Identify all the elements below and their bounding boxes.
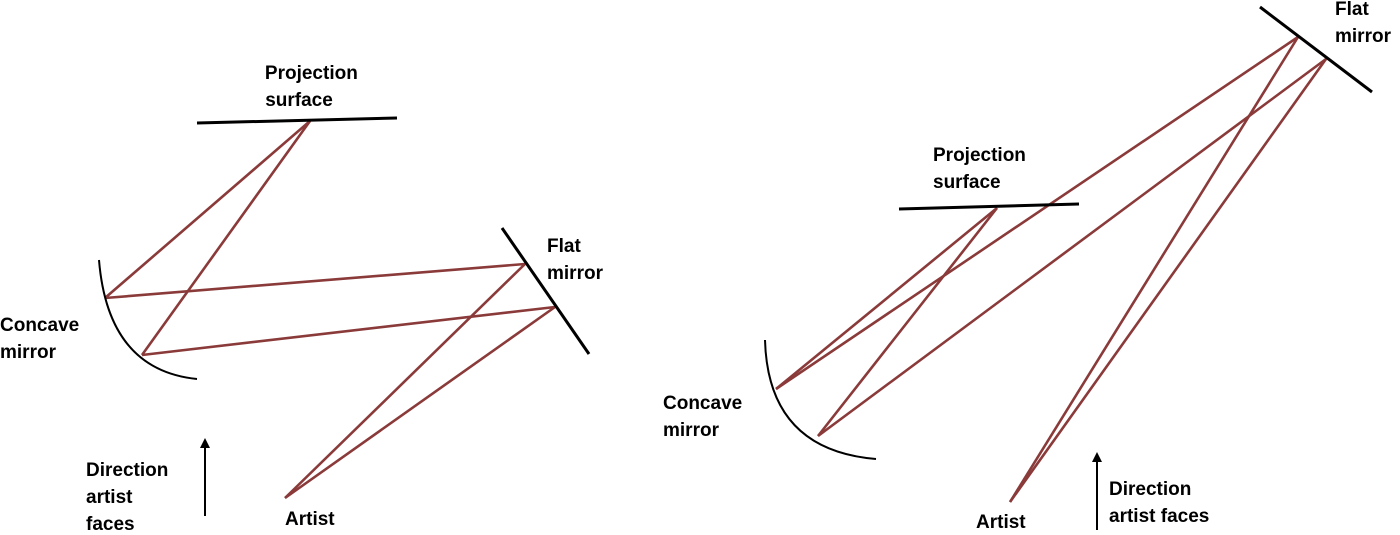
left-artist-label: Artist xyxy=(285,509,335,530)
right-concave-mirror xyxy=(764,339,877,460)
right-panel: Projection surface Flat mirror Concave m… xyxy=(663,0,1392,533)
left-panel: Projection surface Flat mirror Concave m… xyxy=(0,63,604,535)
right-flat-mirror-label: Flat mirror xyxy=(1335,0,1392,47)
left-projection-surface xyxy=(196,116,398,125)
left-ray-concave-top-to-flat xyxy=(104,262,526,300)
right-ray-concave-bottom-to-projection xyxy=(816,207,999,437)
right-ray-flat-bottom-to-artist xyxy=(1008,58,1328,503)
left-projection-surface-label: Projection surface xyxy=(265,63,363,111)
left-concave-mirror-label: Concave mirror xyxy=(0,315,84,363)
left-ray-flat-top-to-artist xyxy=(284,263,526,499)
left-flat-mirror xyxy=(500,227,591,355)
right-direction-label: Direction artist faces xyxy=(1109,479,1209,527)
right-ray-concave-top-to-flat xyxy=(775,35,1299,391)
left-ray-flat-bottom-to-artist xyxy=(284,305,556,500)
left-ray-concave-top-to-projection xyxy=(104,120,311,299)
left-direction-label: Direction artist faces xyxy=(86,460,174,535)
left-flat-mirror-label: Flat mirror xyxy=(547,236,604,284)
left-concave-mirror xyxy=(98,259,198,380)
right-ray-concave-top-to-projection xyxy=(775,206,998,391)
left-ray-paths xyxy=(104,120,556,500)
right-flat-mirror xyxy=(1259,5,1373,94)
right-projection-surface-label: Projection surface xyxy=(933,145,1031,193)
right-concave-mirror-label: Concave mirror xyxy=(663,393,747,441)
right-ray-concave-bottom-to-flat xyxy=(817,57,1327,438)
right-artist-label: Artist xyxy=(976,512,1026,533)
right-projection-surface xyxy=(898,202,1080,211)
right-ray-flat-top-to-artist xyxy=(1008,36,1300,503)
left-ray-concave-bottom-to-flat xyxy=(141,305,556,357)
right-ray-paths xyxy=(775,35,1328,503)
left-ray-concave-bottom-to-projection xyxy=(140,120,312,356)
